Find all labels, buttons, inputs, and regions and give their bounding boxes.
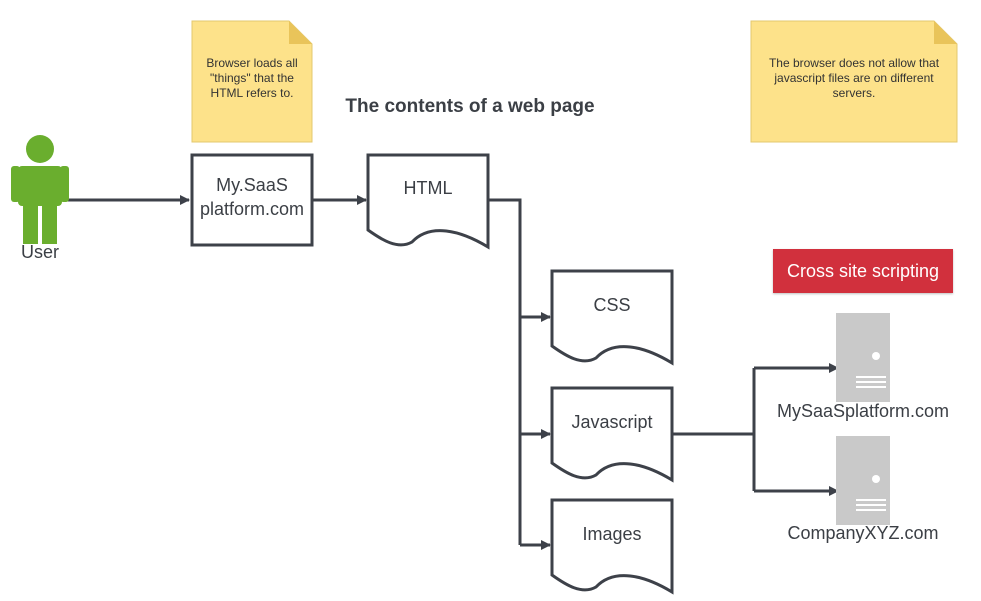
- images-label: Images: [582, 524, 642, 544]
- note-browser-loads: [191, 20, 313, 143]
- css-document-shape: [550, 269, 674, 366]
- javascript-document-shape: [550, 386, 674, 483]
- user-icon: [11, 135, 69, 244]
- javascript-label: Javascript: [571, 412, 653, 432]
- server-companyxyz-label: CompanyXYZ.com: [787, 523, 939, 543]
- server-box: [190, 153, 314, 247]
- server-icon: [836, 436, 890, 525]
- note-browser-loads-text: Browser loads all "things" that the HTML…: [206, 56, 298, 100]
- server-icon: [836, 313, 890, 402]
- note-browser-not-allow-text: The browser does not allow that javascri…: [768, 56, 940, 100]
- html-label: HTML: [403, 178, 453, 198]
- server-label: My.SaaS platform.com: [199, 175, 305, 219]
- cross-site-scripting-badge: Cross site scripting: [773, 249, 953, 293]
- note-browser-not-allow: [750, 20, 958, 143]
- images-document-shape: [550, 498, 674, 595]
- css-label: CSS: [593, 295, 631, 315]
- diagram-title: The contents of a web page: [345, 96, 595, 117]
- connector-html-trunk: [488, 198, 522, 545]
- server-mysaas-label: MySaaSplatform.com: [776, 401, 950, 421]
- html-document-shape: [366, 153, 490, 250]
- user-label: User: [20, 242, 59, 262]
